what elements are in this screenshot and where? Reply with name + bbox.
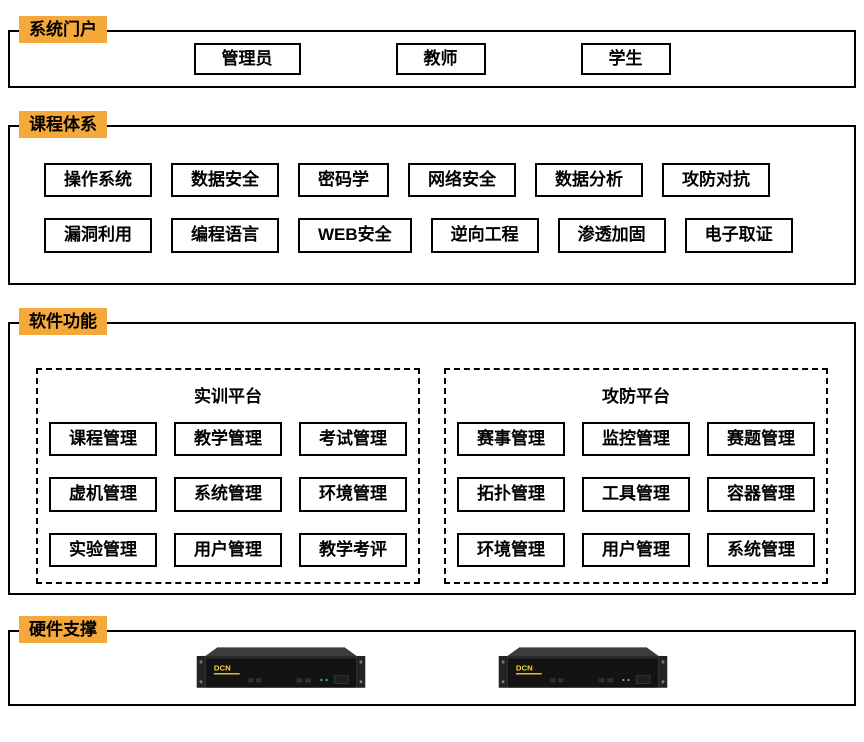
- module-box: 拓扑管理: [457, 477, 565, 512]
- module-box: 环境管理: [299, 477, 407, 512]
- module-box: 工具管理: [582, 477, 690, 512]
- portal-role-teacher: 教师: [395, 42, 486, 76]
- course-box: 数据安全: [171, 163, 279, 198]
- module-box: 用户管理: [174, 532, 282, 568]
- module-box: 课程管理: [49, 422, 157, 457]
- course-box: 攻防对抗: [662, 163, 770, 198]
- rack-server-image: DCN: [196, 647, 366, 688]
- courses-label-tab: 课程体系: [19, 111, 107, 138]
- portal-role-student: 学生: [580, 42, 671, 76]
- section-portal: 系统门户 管理员 教师 学生: [8, 16, 856, 88]
- module-box: 用户管理: [582, 532, 690, 568]
- course-box: 密码学: [298, 163, 389, 198]
- course-box: WEB安全: [298, 218, 412, 253]
- course-box: 渗透加固: [557, 218, 666, 253]
- platform-attack-defense-title: 攻防平台: [602, 387, 670, 406]
- module-box: 容器管理: [707, 477, 815, 512]
- course-row-2: 漏洞利用 编程语言 WEB安全 逆向工程 渗透加固 电子取证: [44, 218, 820, 253]
- module-box: 环境管理: [457, 532, 565, 568]
- course-box: 网络安全: [408, 163, 516, 198]
- platform-attack-defense-grid: 赛事管理 监控管理 赛题管理 拓扑管理 工具管理 容器管理 环境管理 用户管理 …: [457, 422, 815, 568]
- section-hardware: 硬件支撑 DCN DCN: [8, 616, 856, 706]
- platform-training-title: 实训平台: [194, 387, 262, 406]
- course-box: 数据分析: [535, 163, 643, 198]
- module-box: 考试管理: [299, 422, 407, 457]
- module-box: 系统管理: [707, 532, 815, 568]
- section-courses: 课程体系 操作系统 数据安全 密码学 网络安全 数据分析 攻防对抗 漏洞利用 编…: [8, 111, 856, 285]
- portal-role-admin: 管理员: [193, 42, 301, 76]
- module-box: 赛事管理: [457, 422, 565, 457]
- course-box: 电子取证: [684, 218, 793, 253]
- course-box: 漏洞利用: [44, 218, 152, 253]
- hardware-label-tab: 硬件支撑: [19, 616, 107, 643]
- course-row-1: 操作系统 数据安全 密码学 网络安全 数据分析 攻防对抗: [44, 163, 820, 198]
- course-box: 逆向工程: [430, 218, 539, 253]
- platform-training: 实训平台 课程管理 教学管理 考试管理 虚机管理 系统管理 环境管理 实验管理 …: [36, 368, 420, 584]
- module-box: 实验管理: [49, 532, 157, 568]
- module-box: 赛题管理: [707, 422, 815, 457]
- section-software: 软件功能 实训平台 课程管理 教学管理 考试管理 虚机管理 系统管理 环境管理 …: [8, 308, 856, 595]
- module-box: 虚机管理: [49, 477, 157, 512]
- platform-training-grid: 课程管理 教学管理 考试管理 虚机管理 系统管理 环境管理 实验管理 用户管理 …: [49, 422, 407, 568]
- module-box: 监控管理: [582, 422, 690, 457]
- platform-attack-defense: 攻防平台 赛事管理 监控管理 赛题管理 拓扑管理 工具管理 容器管理 环境管理 …: [444, 368, 828, 584]
- module-box: 教学管理: [174, 422, 282, 457]
- server-brand-text: DCN: [516, 664, 533, 673]
- module-box: 教学考评: [299, 532, 407, 568]
- course-box: 编程语言: [171, 218, 279, 253]
- software-label-tab: 软件功能: [19, 308, 107, 335]
- module-box: 系统管理: [174, 477, 282, 512]
- rack-server-image: DCN: [498, 647, 668, 688]
- server-brand-text: DCN: [214, 664, 231, 673]
- course-box: 操作系统: [44, 163, 152, 198]
- portal-label-tab: 系统门户: [19, 16, 107, 43]
